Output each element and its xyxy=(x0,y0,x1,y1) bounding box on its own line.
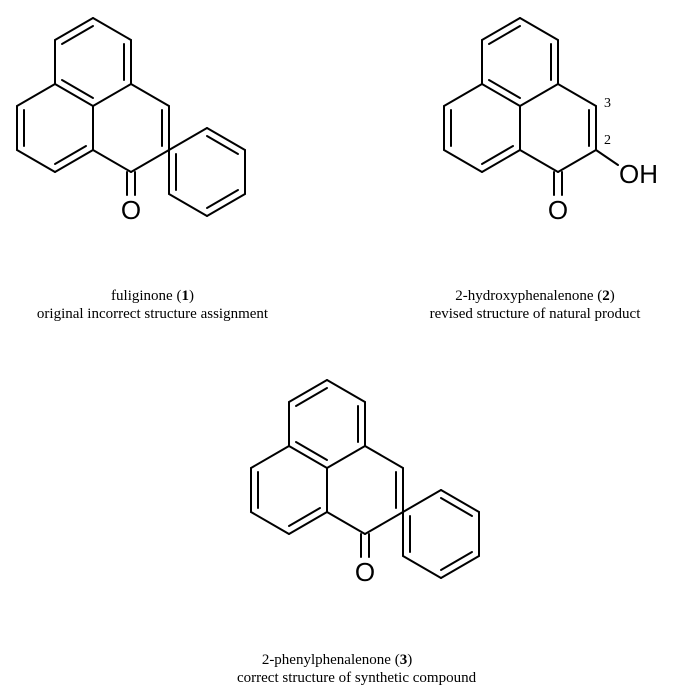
caption-description-1: original incorrect structure assignment xyxy=(36,306,269,322)
locant-2: 2 xyxy=(604,133,611,148)
oxygen-label-3: O xyxy=(355,557,375,587)
compound-name-2: 2-hydroxyphenalenone xyxy=(455,288,594,304)
caption-title-2: 2-hydroxyphenalenone (2) xyxy=(455,288,615,304)
oxygen-label-1: O xyxy=(121,195,141,225)
compound-number-1: 1 xyxy=(181,288,189,304)
oxygen-label-2: O xyxy=(548,195,568,225)
caption-description-3: correct structure of synthetic compound xyxy=(237,670,477,686)
caption-title-3: 2-phenylphenalenone (3) xyxy=(261,652,413,668)
hydroxyl-label: OH xyxy=(619,159,658,189)
caption-2-phenylphenalenone: 2-phenylphenalenone (3) correct structur… xyxy=(237,651,477,687)
compound-number-2: 2 xyxy=(602,288,610,304)
caption-title-1: fuliginone (1) xyxy=(111,288,194,304)
compound-number-3: 3 xyxy=(399,652,408,668)
caption-2-hydroxyphenalenone: 2-hydroxyphenalenone (2) revised structu… xyxy=(395,287,675,323)
structure-fuliginone xyxy=(16,17,246,217)
caption-fuliginone: fuliginone (1) original incorrect struct… xyxy=(0,287,305,323)
caption-description-2: revised structure of natural product xyxy=(429,306,641,322)
compound-name-3: 2-phenylphenalenone xyxy=(261,652,391,668)
structure-2-hydroxyphenalenone xyxy=(443,17,619,196)
structure-2-phenylphenalenone xyxy=(250,379,480,579)
locant-3: 3 xyxy=(604,96,611,111)
compound-name-1: fuliginone xyxy=(111,288,173,304)
